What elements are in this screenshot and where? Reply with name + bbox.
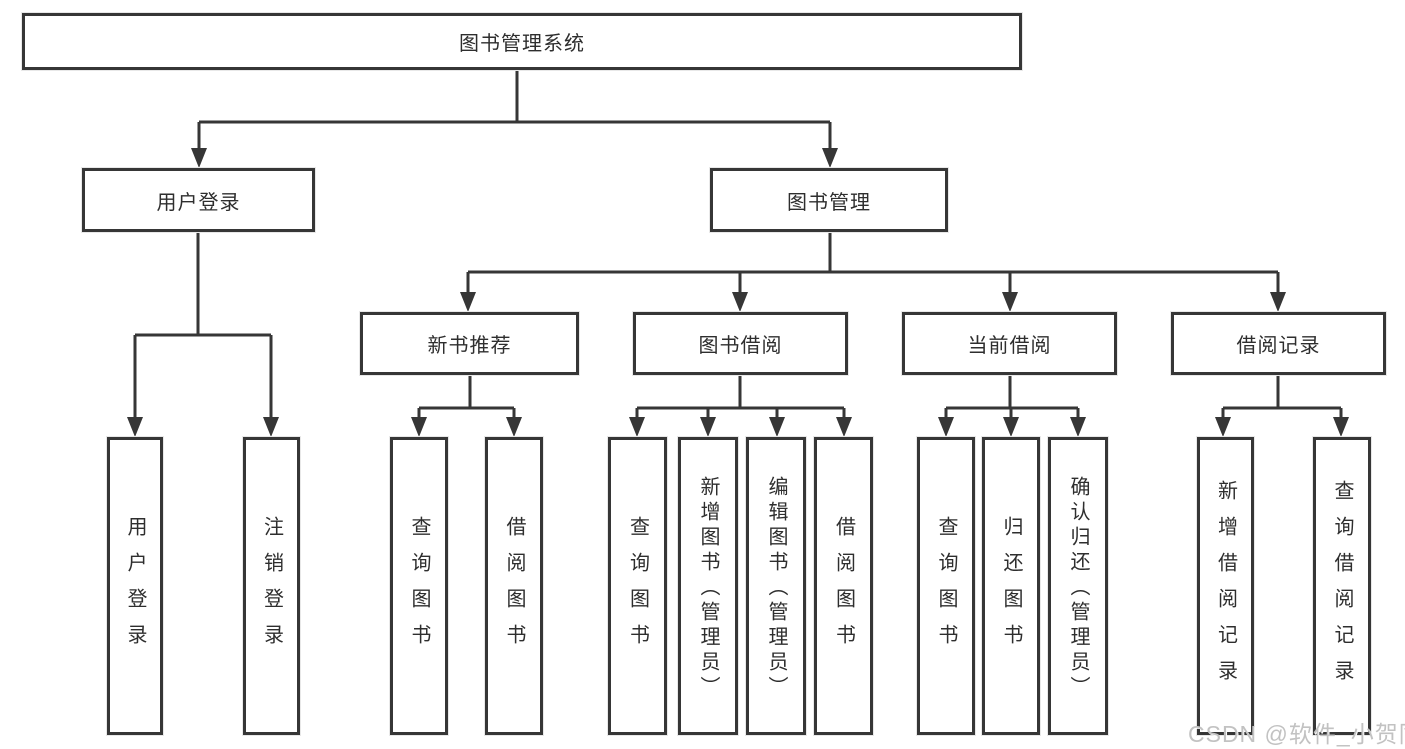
node-user-login: 用户登录: [82, 168, 315, 232]
leaf-return-books: 归还图书: [982, 437, 1040, 735]
leaf-query-books-2: 查询图书: [608, 437, 667, 735]
leaf-add-book-admin: 新增图书（管理员）: [678, 437, 738, 735]
node-book-management: 图书管理: [710, 168, 948, 232]
node-borrow-records: 借阅记录: [1171, 312, 1386, 375]
leaf-edit-book-admin: 编辑图书（管理员）: [746, 437, 806, 735]
leaf-logout: 注销登录: [243, 437, 300, 735]
leaf-borrow-books-2: 借阅图书: [814, 437, 873, 735]
node-new-book-recommend: 新书推荐: [360, 312, 579, 375]
leaf-query-borrow-record: 查询借阅记录: [1313, 437, 1371, 735]
node-current-borrow: 当前借阅: [902, 312, 1117, 375]
leaf-confirm-return-admin: 确认归还（管理员）: [1048, 437, 1108, 735]
node-book-borrow: 图书借阅: [633, 312, 848, 375]
node-root: 图书管理系统: [22, 13, 1022, 70]
csdn-watermark: CSDN @软件_小贺同学: [1188, 721, 1405, 747]
leaf-user-login: 用户登录: [107, 437, 163, 735]
leaf-query-books-3: 查询图书: [917, 437, 975, 735]
leaf-query-books-1: 查询图书: [390, 437, 448, 735]
leaf-borrow-books-1: 借阅图书: [485, 437, 543, 735]
leaf-add-borrow-record: 新增借阅记录: [1197, 437, 1254, 735]
